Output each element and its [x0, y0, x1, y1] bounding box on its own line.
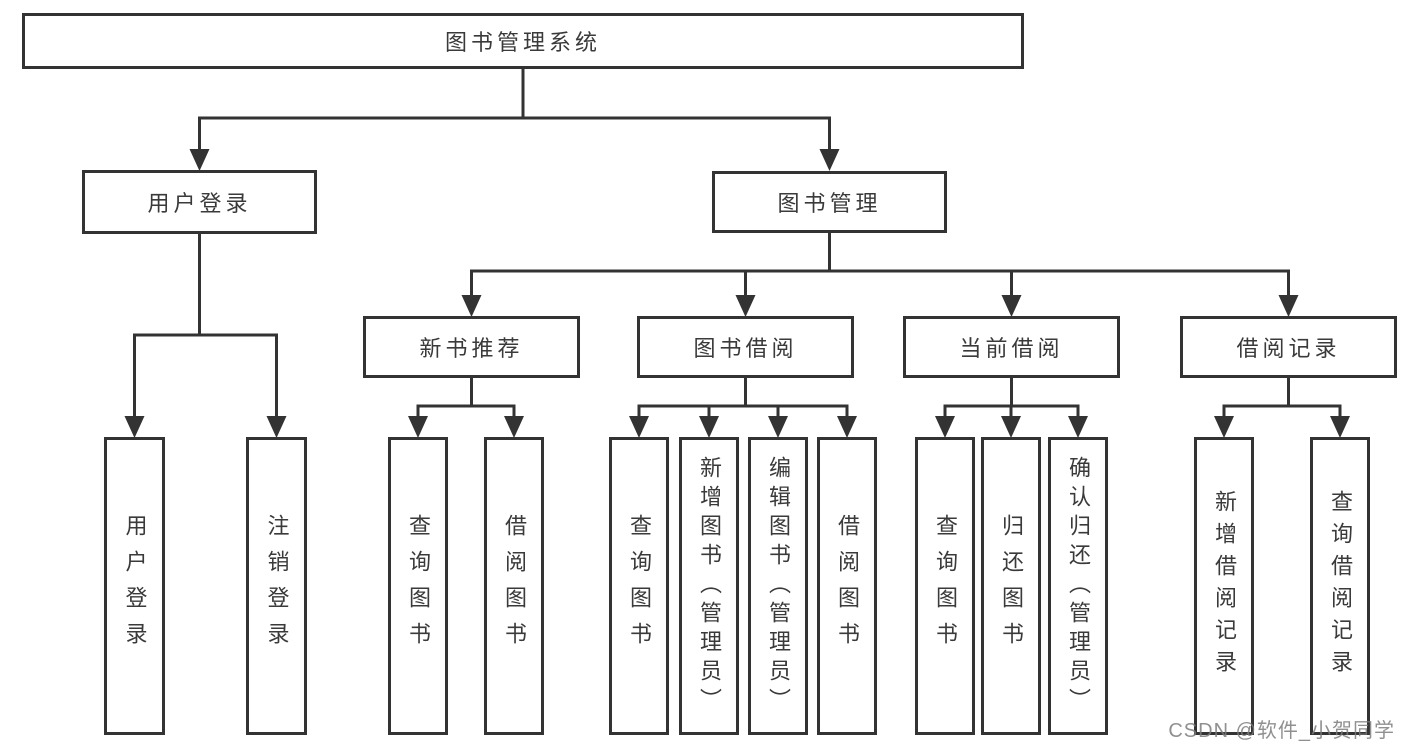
node-root: 图书管理系统: [22, 13, 1024, 69]
leaf-return-book-label: 归还图书: [999, 514, 1024, 658]
arrowheads: [124, 149, 1350, 438]
leaf-confirm-return-admin: 确认归还（管理员）: [1048, 437, 1108, 735]
node-borrowing-records-label: 借阅记录: [1236, 336, 1341, 361]
node-new-book-recommend: 新书推荐: [363, 316, 580, 378]
leaf-borrow-book-recommend-label: 借阅图书: [502, 514, 527, 658]
node-user-login-label: 用户登录: [147, 191, 252, 216]
leaf-return-book: 归还图书: [981, 437, 1041, 735]
leaf-logout-login-label: 注销登录: [264, 514, 290, 658]
leaf-query-book-borrowing: 查询图书: [609, 437, 669, 735]
leaf-add-borrow-record: 新增借阅记录: [1194, 437, 1254, 735]
leaf-query-book-current: 查询图书: [915, 437, 975, 735]
leaf-query-book-recommend-label: 查询图书: [406, 514, 431, 658]
node-current-borrowing: 当前借阅: [903, 316, 1120, 378]
leaf-borrow-book-recommend: 借阅图书: [484, 437, 544, 735]
leaf-add-book-admin-label: 新增图书（管理员）: [697, 455, 722, 717]
leaf-logout-login: 注销登录: [246, 437, 307, 735]
node-book-borrowing: 图书借阅: [637, 316, 854, 378]
leaf-borrow-book: 借阅图书: [817, 437, 877, 735]
leaf-user-login: 用户登录: [104, 437, 165, 735]
node-book-borrowing-label: 图书借阅: [693, 336, 798, 361]
leaf-query-book-borrowing-label: 查询图书: [627, 514, 652, 658]
node-user-login: 用户登录: [82, 170, 317, 234]
leaf-edit-book-admin-label: 编辑图书（管理员）: [766, 455, 791, 717]
leaf-query-book-current-label: 查询图书: [933, 514, 958, 658]
node-root-label: 图书管理系统: [444, 30, 601, 55]
node-borrowing-records: 借阅记录: [1180, 316, 1397, 378]
leaf-query-book-recommend: 查询图书: [388, 437, 448, 735]
leaf-confirm-return-admin-label: 确认归还（管理员）: [1066, 455, 1091, 717]
leaf-edit-book-admin: 编辑图书（管理员）: [748, 437, 808, 735]
node-new-book-recommend-label: 新书推荐: [419, 336, 524, 361]
watermark: CSDN @软件_小贺同学: [1168, 720, 1395, 742]
node-book-management-label: 图书管理: [777, 191, 882, 216]
leaf-query-borrow-record: 查询借阅记录: [1310, 437, 1370, 735]
leaf-add-book-admin: 新增图书（管理员）: [679, 437, 739, 735]
leaf-query-borrow-record-label: 查询借阅记录: [1328, 490, 1353, 682]
node-current-borrowing-label: 当前借阅: [959, 336, 1064, 361]
node-book-management: 图书管理: [712, 171, 947, 233]
leaf-borrow-book-label: 借阅图书: [835, 514, 860, 658]
leaf-user-login-label: 用户登录: [122, 514, 148, 658]
leaf-add-borrow-record-label: 新增借阅记录: [1212, 490, 1237, 682]
